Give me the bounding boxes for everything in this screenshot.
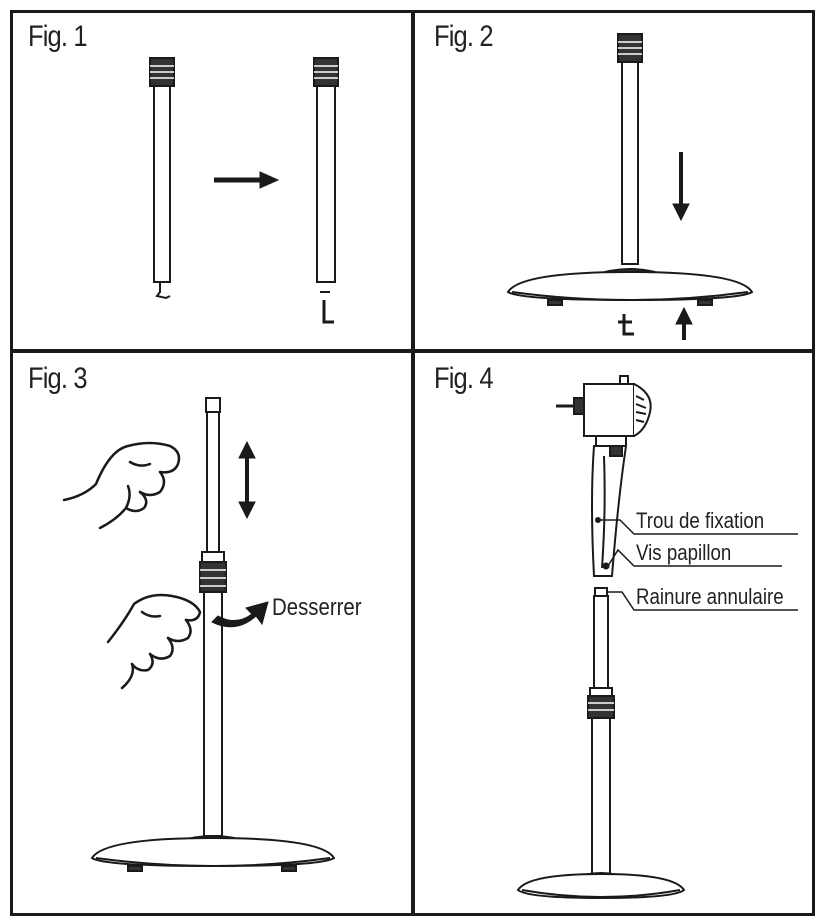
fig-4-label: Fig. 4 <box>434 362 494 395</box>
fig-3-label: Fig. 3 <box>28 362 88 395</box>
ring-groove-label: Rainure annulaire <box>636 584 784 609</box>
pole <box>617 33 643 265</box>
height-knob <box>199 551 227 593</box>
height-knob <box>587 687 615 719</box>
fixing-hole-label: Trou de fixation <box>636 508 765 533</box>
fig-1-panel <box>10 10 414 352</box>
base <box>506 268 754 306</box>
fig-2-label: Fig. 2 <box>434 20 494 53</box>
motor-head <box>556 375 652 447</box>
hand-bottom-icon <box>106 593 202 690</box>
fig-4-panel <box>412 350 815 916</box>
callout-lines <box>600 519 798 611</box>
down-arrow <box>672 152 690 222</box>
wing-screw-label: Vis papillon <box>636 540 732 565</box>
base <box>90 835 336 872</box>
loosen-label: Desserrer <box>272 594 362 621</box>
neck-bracket <box>591 445 628 577</box>
base <box>516 872 686 900</box>
fig-1-label: Fig. 1 <box>28 20 88 53</box>
upper-pole <box>593 587 609 693</box>
pole-before <box>149 57 175 300</box>
lower-pole <box>591 717 611 875</box>
rotate-arrow <box>211 601 269 628</box>
up-arrow <box>675 306 693 340</box>
pole-after <box>313 57 339 324</box>
screw-icon <box>618 314 634 336</box>
right-arrow <box>214 171 280 189</box>
up-down-arrow <box>238 440 256 520</box>
hand-top-icon <box>62 441 181 530</box>
